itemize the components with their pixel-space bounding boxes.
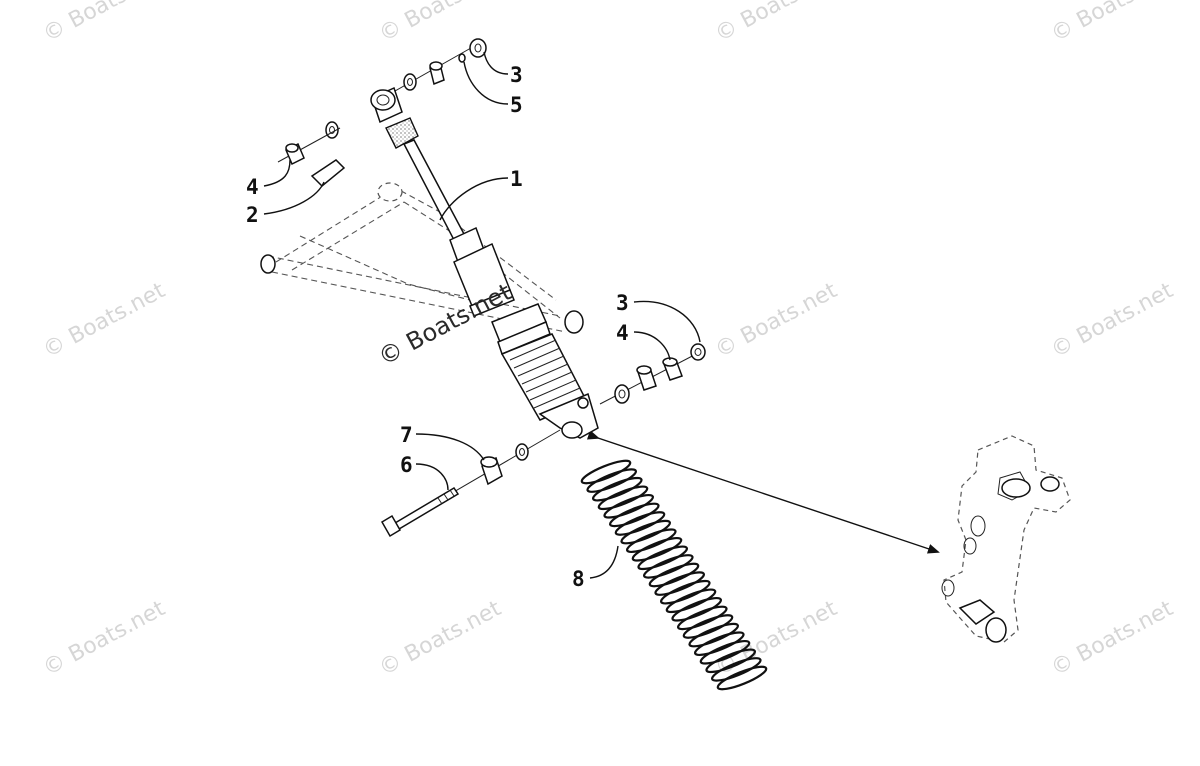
leader-6: [415, 463, 449, 491]
watermark: © Boats.net: [39, 0, 170, 47]
spring-coil: [654, 571, 706, 596]
spring-coil: [597, 485, 649, 511]
watermark: © Boats.net: [1047, 596, 1178, 681]
spring-coil: [716, 665, 768, 691]
spring-coil: [620, 519, 672, 545]
callout-3-right: 3: [616, 291, 629, 315]
leader-8: [589, 545, 619, 579]
callout-4-top: 4: [246, 175, 259, 199]
callout-5: 5: [510, 93, 523, 117]
leader-4-right: [633, 331, 671, 361]
watermark: © Boats.net: [711, 0, 842, 47]
watermark: © Boats.net: [711, 596, 842, 681]
spring-coil: [688, 622, 740, 648]
install-arrow: [586, 430, 940, 554]
coil-spring: [580, 459, 768, 691]
lower-hardware: [380, 343, 706, 538]
watermark: © Boats.net: [375, 596, 506, 681]
callout-8: 8: [572, 567, 585, 591]
leader-5: [463, 61, 509, 105]
spring-coil: [608, 502, 660, 528]
spring-coil: [648, 562, 700, 588]
spring-coil: [671, 596, 723, 622]
watermark: © Boats.net: [1047, 0, 1178, 47]
spindle-outline: [941, 435, 1071, 643]
spring-coil: [637, 545, 689, 571]
spring-coil: [586, 468, 638, 493]
spring-coil: [705, 648, 757, 674]
shock-absorber: [370, 86, 599, 439]
spring-coil: [682, 614, 734, 639]
callout-3-top: 3: [510, 63, 523, 87]
watermark: © Boats.net: [375, 0, 506, 47]
watermark: © Boats.net: [39, 278, 170, 363]
callout-1: 1: [510, 167, 523, 191]
spring-coil: [693, 631, 745, 657]
spring-coil: [580, 459, 632, 485]
watermark: © Boats.net: [711, 278, 842, 363]
spring-coil: [591, 476, 643, 502]
spring-coil: [710, 657, 762, 682]
callout-4-right: 4: [616, 321, 629, 345]
spring-coil: [603, 493, 655, 519]
watermark: © Boats.net: [1047, 278, 1178, 363]
spring-coil: [631, 536, 683, 562]
callout-7: 7: [400, 423, 413, 447]
spring-coil: [614, 511, 666, 536]
leader-4-top: [263, 159, 291, 187]
callout-6: 6: [400, 453, 413, 477]
leader-3-right: [633, 300, 701, 343]
leader-7: [415, 433, 485, 461]
leader-lines: [263, 51, 701, 579]
callout-2: 2: [246, 203, 259, 227]
leader-1: [439, 177, 509, 221]
spring-coil: [642, 554, 694, 579]
callout-labels: 3 5 1 4 2 3 4 7 6 8: [246, 63, 629, 591]
upper-hardware: [277, 38, 487, 188]
leader-2: [263, 181, 325, 215]
spring-coil: [659, 579, 711, 605]
spring-coil: [665, 588, 717, 614]
spring-coil: [676, 605, 728, 631]
leader-3-top: [483, 51, 509, 75]
watermark: © Boats.net: [39, 596, 170, 681]
spring-coil: [625, 528, 677, 554]
spring-coil: [699, 639, 751, 665]
